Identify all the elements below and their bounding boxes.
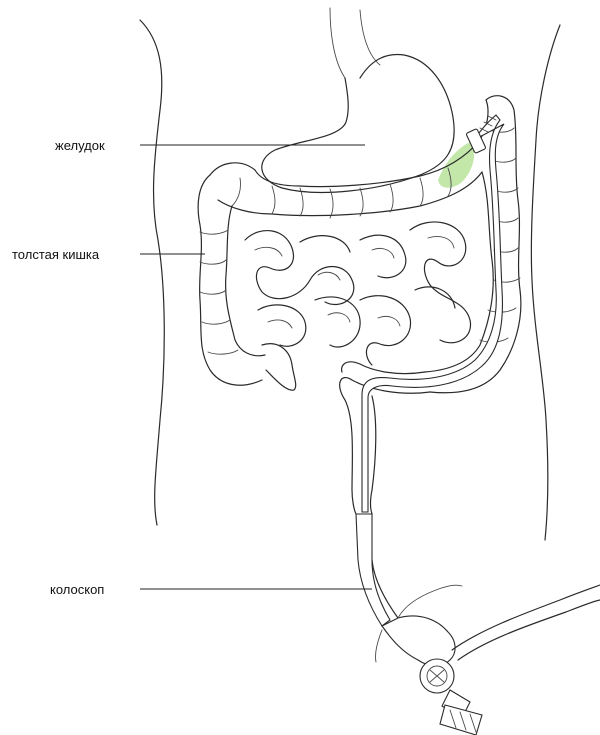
- endoscope-light-highlight: [438, 142, 474, 188]
- colonoscope: [356, 115, 600, 735]
- transverse-colon: [210, 100, 488, 218]
- stomach-label: желудок: [55, 138, 105, 153]
- colonoscope-label: колоскоп: [50, 582, 104, 597]
- stomach: [262, 54, 474, 192]
- colon-label: толстая кишка: [12, 247, 100, 262]
- ascending-colon: [198, 175, 296, 390]
- small-intestine: [245, 222, 471, 365]
